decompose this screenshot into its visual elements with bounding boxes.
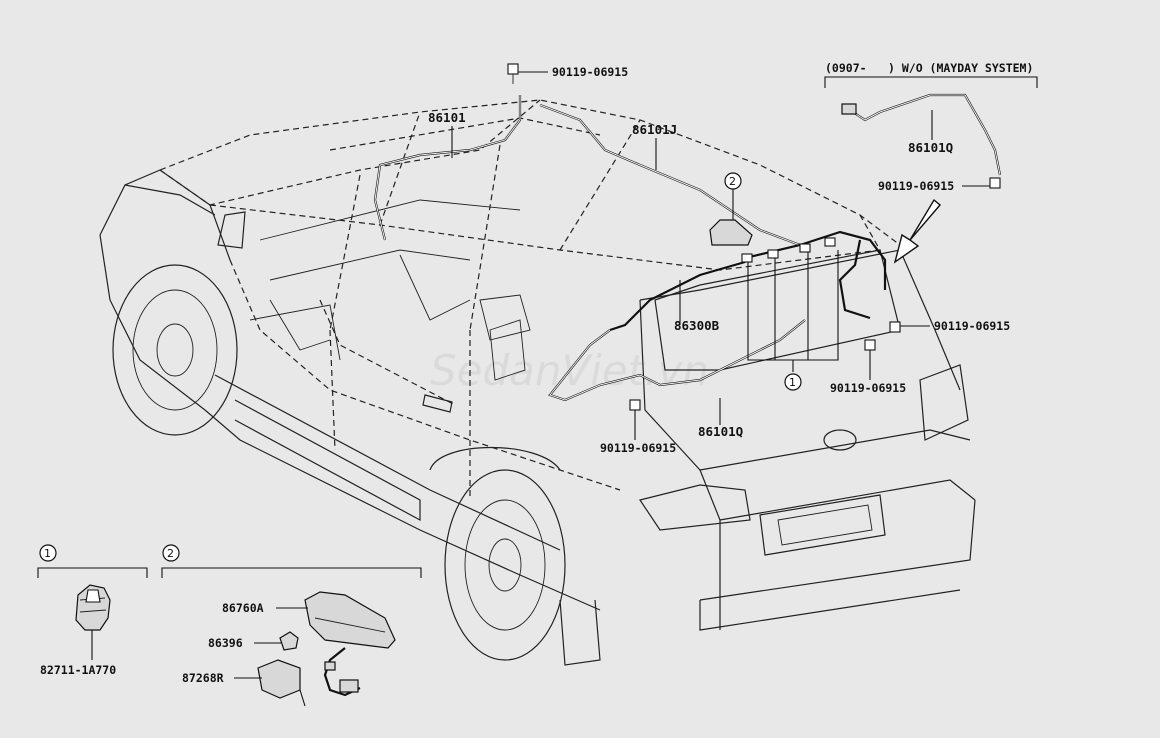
- bolt-right-mid: [889, 321, 930, 333]
- antenna-case: [304, 591, 396, 649]
- roof-antenna: [709, 219, 753, 246]
- label-bolt-right-mid: 90119-06915: [934, 319, 1010, 333]
- label-86760A: 86760A: [222, 601, 264, 615]
- inset-1-number: 1: [44, 547, 51, 560]
- bolt-top: [507, 63, 548, 84]
- callout-2-main: [724, 172, 742, 190]
- bolt-right-top: [962, 177, 1001, 189]
- label-87268R: 87268R: [182, 671, 224, 685]
- label-bolt-top: 90119-06915: [552, 65, 628, 79]
- bolt-center: [629, 399, 641, 440]
- label-86101J: 86101J: [632, 122, 677, 137]
- inset-2: 2 86760A 86396 87268R: [161, 544, 422, 707]
- label-86101: 86101: [428, 110, 466, 125]
- label-86300B: 86300B: [674, 318, 720, 333]
- label-86101Q-center: 86101Q: [698, 424, 743, 439]
- callout-1-main-text: 1: [789, 376, 796, 389]
- cable-clips: [741, 237, 836, 263]
- rear-wheel: [444, 469, 566, 661]
- direction-arrow: [893, 198, 941, 264]
- antenna-gasket: [279, 631, 299, 651]
- variant-suffix: ) W/O (MAYDAY SYSTEM): [888, 61, 1033, 75]
- clamp-part: [75, 584, 111, 631]
- vehicle-outline: [99, 99, 976, 666]
- label-86101Q-top: 86101Q: [908, 140, 953, 155]
- callout-1-bracket: [747, 250, 839, 372]
- connector-plug: [841, 103, 857, 115]
- label-82711-1A770: 82711-1A770: [40, 663, 116, 677]
- callout-2-main-text: 2: [729, 175, 736, 188]
- label-bolt-right-low: 90119-06915: [830, 381, 906, 395]
- variant-prefix: (0907-: [825, 61, 867, 75]
- callout-1-main: [784, 373, 802, 391]
- inset-2-number: 2: [167, 547, 174, 560]
- label-bolt-right-top: 90119-06915: [878, 179, 954, 193]
- front-wheel: [112, 264, 238, 436]
- bolt-right-low: [864, 339, 876, 380]
- label-86396: 86396: [208, 636, 243, 650]
- inset-1: 1 82711-1A770: [37, 544, 148, 677]
- antenna-cables: [373, 93, 1002, 402]
- label-bolt-center: 90119-06915: [600, 441, 676, 455]
- variant-bracket: [824, 76, 1038, 88]
- antenna-bracket: [257, 659, 301, 699]
